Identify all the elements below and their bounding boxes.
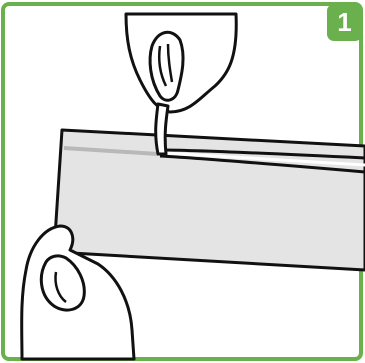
step-number-badge: 1 [327, 4, 362, 41]
adhesive-strip [54, 130, 365, 270]
